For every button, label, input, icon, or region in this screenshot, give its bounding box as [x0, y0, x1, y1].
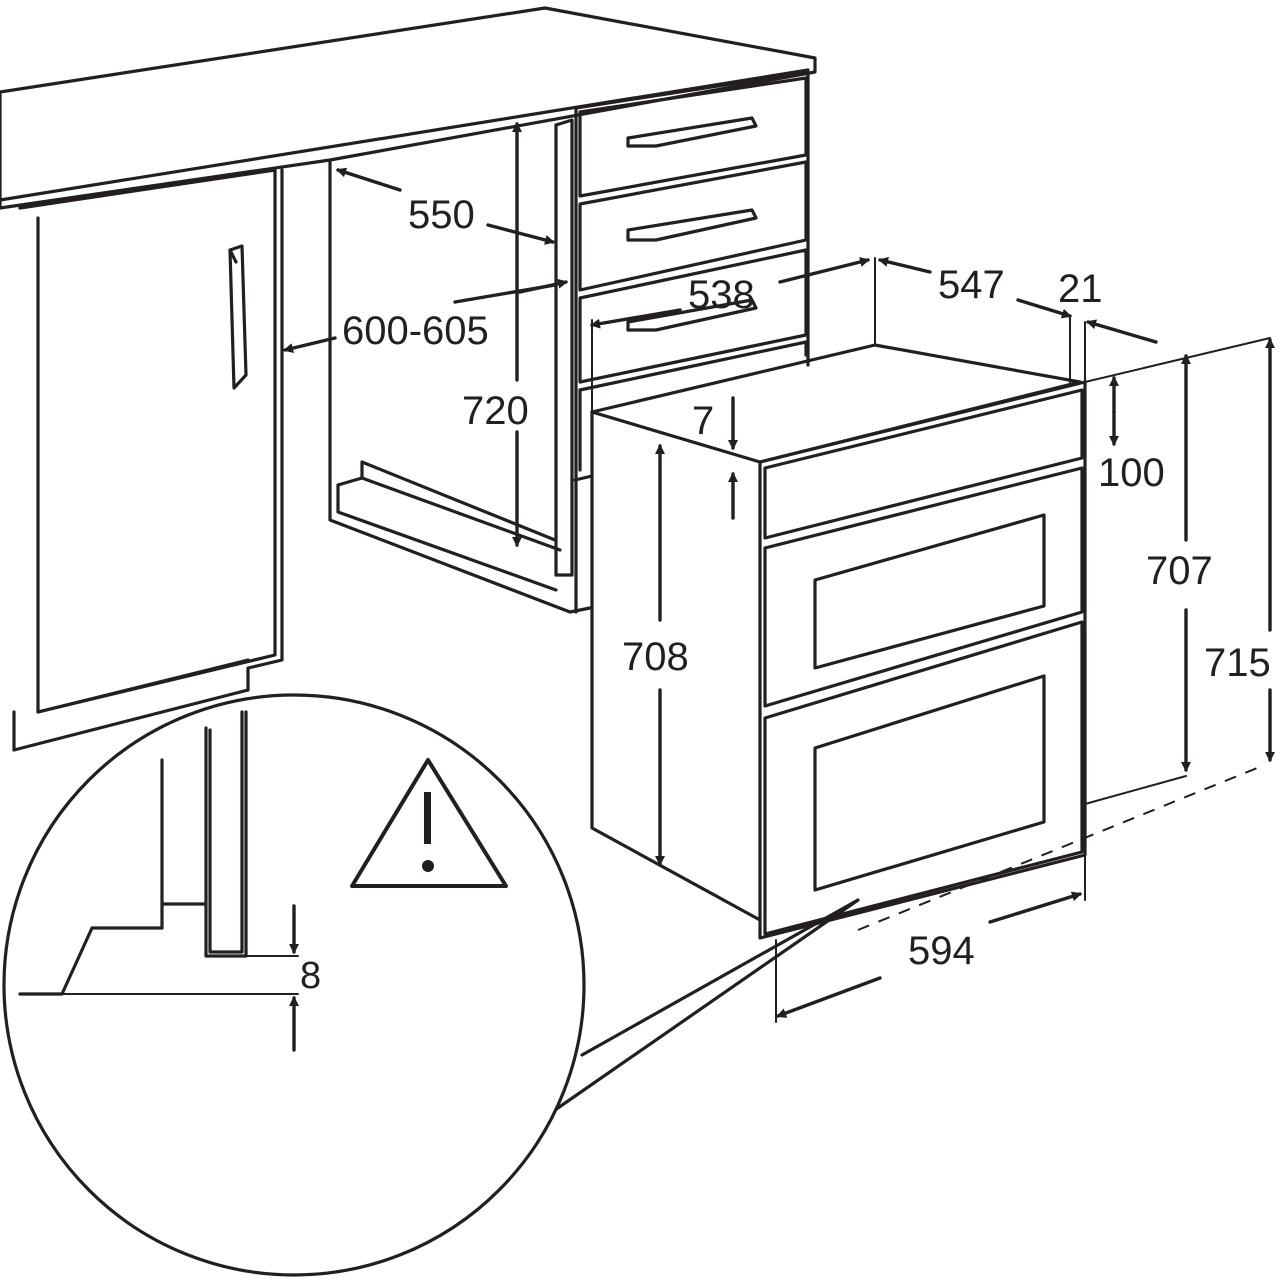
door-handle: [228, 244, 248, 390]
warning-triangle-icon: [350, 758, 508, 888]
dim-body-height: 708: [622, 635, 689, 679]
left-cabinet: [12, 168, 284, 752]
dim-front-width: 594: [908, 929, 975, 973]
dim-top-gap: 7: [692, 399, 714, 443]
dim-panel-thickness: 21: [1058, 267, 1103, 311]
detail-circle: [2, 693, 586, 1277]
oven-niche: [328, 118, 592, 614]
drawer-unit: [573, 70, 810, 614]
dim-cabinet-depth: 550: [408, 193, 475, 237]
dim-appliance-depth: 538: [688, 273, 755, 317]
lower-oven-door: [763, 620, 1084, 936]
dim-niche-width: 600-605: [342, 309, 489, 353]
dim-control-panel-height: 100: [1098, 451, 1165, 495]
dim-front-height: 707: [1146, 549, 1213, 593]
detail-magnifier: [2, 693, 860, 1277]
upper-oven-door: [763, 466, 1084, 708]
dim-detail-gap: 8: [300, 955, 321, 997]
dim-total-depth: 547: [938, 263, 1005, 307]
kitchen-worktop: [0, 6, 817, 210]
dimension-lines: [283, 122, 1275, 1023]
dim-niche-height: 720: [462, 389, 529, 433]
dim-total-height: 715: [1204, 641, 1271, 685]
control-panel: [763, 388, 1084, 540]
